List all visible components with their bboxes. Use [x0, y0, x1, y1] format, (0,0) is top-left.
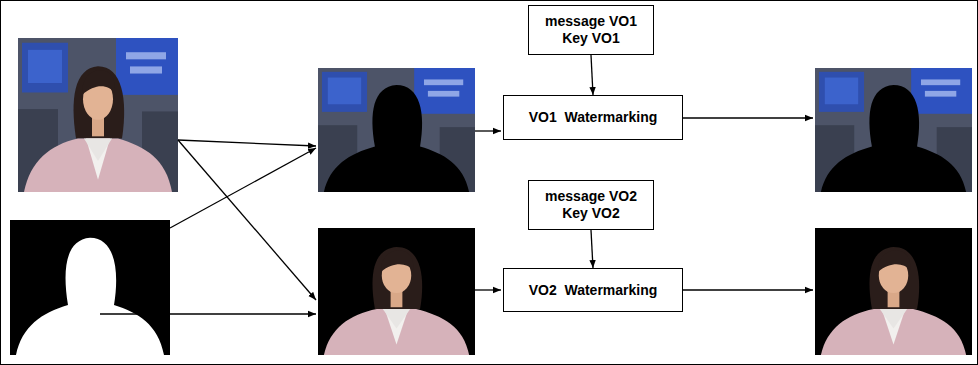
box-label: VO1 Watermarking: [529, 109, 658, 126]
input-box: message VO2Key VO2: [528, 180, 654, 230]
box-label: VO2 Watermarking: [529, 282, 658, 299]
arrow-connector: [591, 230, 593, 268]
box-label: Key VO1: [562, 30, 620, 47]
box-label: message VO2: [545, 188, 637, 205]
box-label: Key VO2: [562, 205, 620, 222]
process-box: VO1 Watermarking: [503, 95, 683, 140]
arrow-connector: [591, 55, 593, 95]
box-label: message VO1: [545, 13, 637, 30]
process-box: VO2 Watermarking: [503, 268, 683, 312]
input-box: message VO1Key VO1: [528, 5, 654, 55]
